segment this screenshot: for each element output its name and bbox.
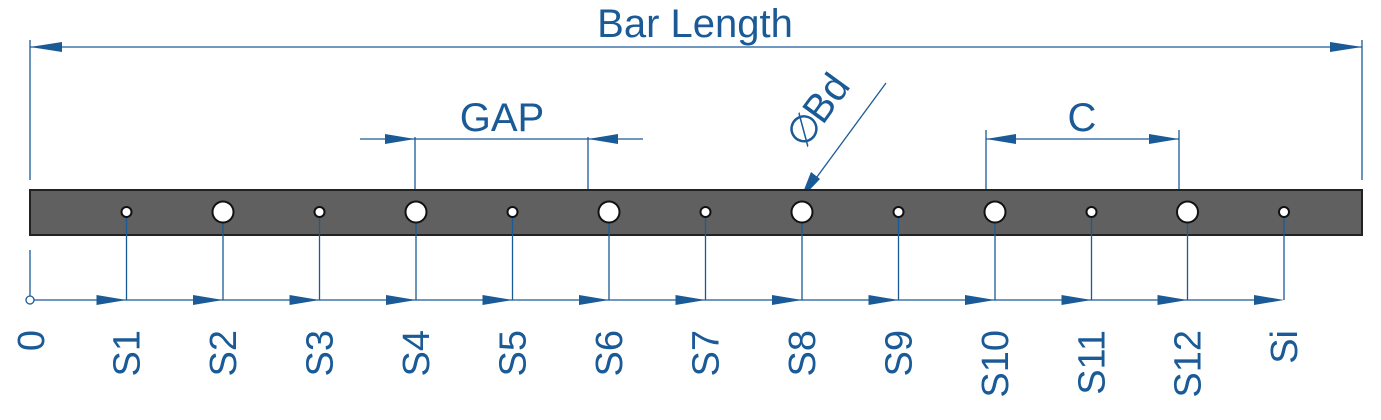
station-label-s3: S3 <box>300 330 342 376</box>
bar <box>29 189 1363 236</box>
diameter-leader: ∅ Bd <box>778 66 887 201</box>
hole-s4 <box>404 200 428 224</box>
station-labels: 0 S1 S2 S3 S4 S5 S6 S7 S8 S9 S10 S11 S12 Si <box>11 330 1306 398</box>
station-dimension-lines <box>125 217 1285 300</box>
bar-length-dimension: Bar Length <box>29 2 1363 180</box>
station-label-s6: S6 <box>589 330 631 376</box>
station-baseline <box>25 250 1284 305</box>
c-label: C <box>1068 96 1097 140</box>
baseline-arrow-s10 <box>965 295 995 305</box>
station-label-s4: S4 <box>396 330 438 376</box>
hole-s3 <box>313 206 326 218</box>
baseline-arrow-s1 <box>96 295 127 305</box>
station-label-s11: S11 <box>1072 330 1114 395</box>
baseline-arrow-s9 <box>868 295 899 305</box>
hole-s11 <box>1085 206 1098 218</box>
hole-s2 <box>211 200 235 224</box>
station-label-si: Si <box>1264 330 1306 364</box>
baseline-arrow-s8 <box>772 295 802 305</box>
baseline-arrow-s4 <box>386 295 416 305</box>
hole-s8 <box>790 200 814 224</box>
baseline-arrow-s11 <box>1061 295 1092 305</box>
station-label-s5: S5 <box>493 330 535 376</box>
baseline-arrow-s2 <box>193 295 223 305</box>
baseline-arrow-s3 <box>289 295 320 305</box>
baseline-arrow-s7 <box>675 295 706 305</box>
baseline-arrow-s5 <box>482 295 513 305</box>
hole-si <box>1278 206 1290 218</box>
station-label-s12: S12 <box>1168 330 1210 398</box>
station-label-s1: S1 <box>107 330 149 376</box>
station-label-s9: S9 <box>879 330 921 376</box>
hole-s12 <box>1176 200 1199 224</box>
hole-s7 <box>699 206 712 218</box>
origin-label: 0 <box>11 330 53 351</box>
origin-marker <box>25 295 35 305</box>
hole-s6 <box>597 200 621 224</box>
hole-s1 <box>120 206 133 218</box>
baseline-arrow-s12 <box>1157 295 1188 305</box>
baseline-arrow-s6 <box>579 295 609 305</box>
holes <box>120 200 1290 224</box>
hole-s10 <box>983 200 1007 224</box>
station-label-s2: S2 <box>203 330 245 376</box>
station-label-s8: S8 <box>782 330 824 376</box>
c-dimension: C <box>985 96 1180 190</box>
station-label-s10: S10 <box>975 330 1017 398</box>
hole-s5 <box>506 206 519 218</box>
gap-dimension: GAP <box>360 96 643 190</box>
bar-length-label: Bar Length <box>597 2 793 46</box>
station-label-s7: S7 <box>686 330 728 376</box>
gap-label: GAP <box>460 96 544 140</box>
baseline-arrow-si <box>1254 295 1284 305</box>
hole-s9 <box>892 206 905 218</box>
